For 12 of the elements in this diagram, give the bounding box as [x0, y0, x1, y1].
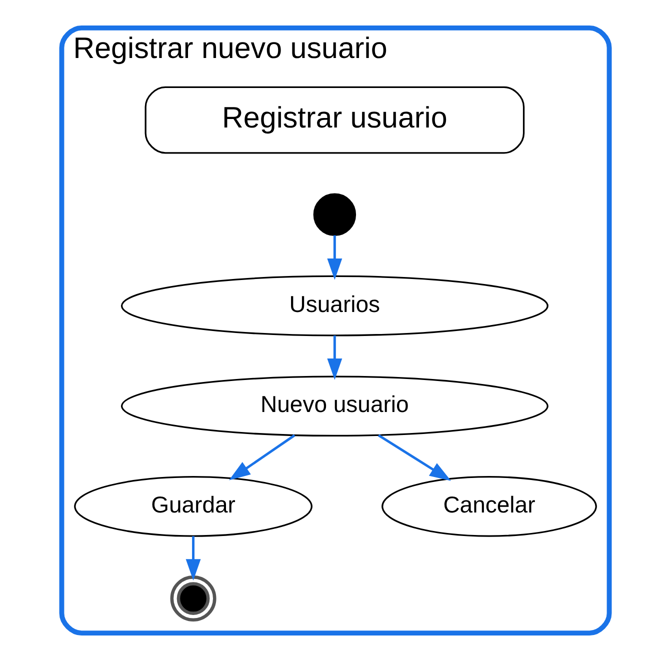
node-ellipse: Cancelar — [381, 476, 596, 537]
arrow — [377, 434, 451, 481]
node-ellipse: Nuevo usuario — [120, 376, 548, 437]
node-ellipse: Usuarios — [120, 275, 548, 336]
arrow — [185, 536, 200, 581]
node-circle — [170, 576, 216, 622]
node-circle — [312, 193, 356, 236]
node-box: Registrar usuario — [144, 86, 524, 154]
arrow — [326, 235, 342, 280]
node-ellipse: Guardar — [74, 476, 312, 537]
arrow — [228, 434, 295, 480]
arrow — [326, 336, 342, 380]
